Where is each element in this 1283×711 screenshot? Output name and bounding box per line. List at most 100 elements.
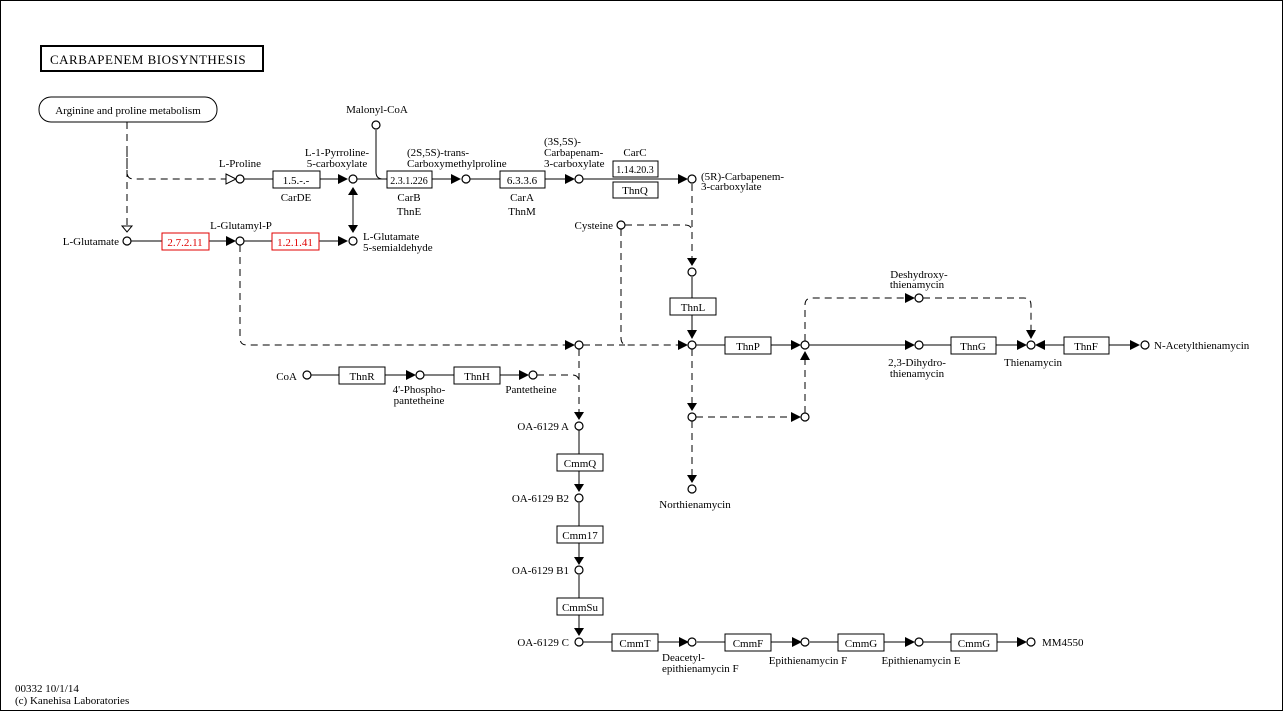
enzyme-1-2-1-41[interactable]: 1.2.1.41: [271, 232, 320, 251]
compound-epithienamycin-e[interactable]: [914, 637, 924, 647]
enzyme-cmmg-2[interactable]: CmmG: [950, 633, 998, 652]
label-l-glutamate: L-Glutamate: [63, 236, 119, 248]
compound-coa[interactable]: [302, 370, 312, 380]
compound-carbapenem[interactable]: [687, 174, 697, 184]
compounds: [122, 120, 1150, 647]
compound-intermediate[interactable]: [687, 267, 697, 277]
enzyme-cmmq[interactable]: CmmQ: [556, 453, 604, 472]
enzyme-cmmf[interactable]: CmmF: [724, 633, 772, 652]
enzyme-cmm17[interactable]: Cmm17: [556, 525, 604, 544]
label-pantetheine: Pantetheine: [505, 384, 556, 396]
svg-text:1.5.-.-[interactable]: 1.5.-.-: [283, 175, 310, 187]
enzyme-cmmsu[interactable]: CmmSu: [556, 597, 604, 616]
compound-intermediate[interactable]: [687, 340, 697, 350]
compound-intermediate[interactable]: [800, 340, 810, 350]
compound-n-acetylthienamycin[interactable]: [1140, 340, 1150, 350]
svg-text:ThnH[interactable]: ThnH: [464, 371, 490, 383]
compound-oa-6129-b2[interactable]: [574, 493, 584, 503]
label-oa-6129-a: OA-6129 A: [517, 421, 569, 433]
enzyme-thnr[interactable]: ThnR: [338, 366, 386, 385]
gene-label-cara: CarA: [510, 192, 534, 204]
enzyme-thng[interactable]: ThnG: [950, 336, 997, 355]
compound-oa-6129-a[interactable]: [574, 421, 584, 431]
compound-deshydroxythienamycin[interactable]: [914, 293, 924, 303]
arrowheads: [120, 173, 1140, 647]
svg-text:2.3.1.226[interactable]: 2.3.1.226: [390, 176, 428, 187]
footer-map-id: 00332 10/1/14: [15, 683, 79, 695]
compound-carboxymethylproline[interactable]: [461, 174, 471, 184]
enzyme-6-3-3-6[interactable]: 6.3.3.6: [499, 170, 546, 189]
enzyme-thnh[interactable]: ThnH: [453, 366, 501, 385]
compound-l-proline[interactable]: [235, 174, 245, 184]
label-thienamycin: Thienamycin: [1004, 357, 1063, 369]
label-epithienamycin-f: Epithienamycin F: [769, 655, 848, 667]
enzymes: 1.5.-.- 2.3.1.226 6.3.3.6 1.14.20.3 ThnQ…: [161, 160, 1110, 652]
compound-l-glutamate[interactable]: [122, 236, 132, 246]
compound-cysteine[interactable]: [616, 220, 626, 230]
label-oa-6129-b1: OA-6129 B1: [512, 565, 569, 577]
svg-text:CmmT[interactable]: CmmT: [619, 638, 650, 650]
svg-text:ThnF[interactable]: ThnF: [1074, 341, 1098, 353]
map-link-arginine-proline[interactable]: Arginine and proline metabolism: [38, 96, 218, 123]
enzyme-thnp[interactable]: ThnP: [724, 336, 772, 355]
label-cysteine: Cysteine: [575, 220, 614, 232]
compound-epithienamycin-f[interactable]: [800, 637, 810, 647]
enzyme-thnf[interactable]: ThnF: [1063, 336, 1110, 355]
enzyme-thnq[interactable]: ThnQ: [612, 181, 659, 199]
label-mm4550: MM4550: [1042, 637, 1084, 649]
compound-oa-6129-c[interactable]: [574, 637, 584, 647]
svg-text:1.14.20.3[interactable]: 1.14.20.3: [616, 165, 654, 176]
label-l-glutamyl-p: L-Glutamyl-P: [210, 220, 272, 232]
gene-label-carde: CarDE: [281, 192, 312, 204]
label-l-proline: L-Proline: [219, 158, 261, 170]
enzyme-thnl[interactable]: ThnL: [669, 297, 717, 316]
svg-text:CmmQ[interactable]: CmmQ: [564, 458, 596, 470]
enzyme-2-3-1-226[interactable]: 2.3.1.226: [386, 170, 433, 189]
compound-intermediate[interactable]: [800, 412, 810, 422]
enzyme-1-14-20-3[interactable]: 1.14.20.3: [612, 160, 659, 178]
svg-text:6.3.3.6[interactable]: 6.3.3.6: [507, 175, 538, 187]
compound-l-glutamyl-p[interactable]: [235, 236, 245, 246]
compound-carbapenam[interactable]: [574, 174, 584, 184]
compound-glutamate-semialdehyde[interactable]: [348, 236, 358, 246]
svg-text:CmmF[interactable]: CmmF: [733, 638, 764, 650]
svg-text:ThnL[interactable]: ThnL: [681, 302, 706, 314]
compound-dihydrothienamycin[interactable]: [914, 340, 924, 350]
svg-text:1.2.1.41[interactable]: 1.2.1.41: [277, 237, 313, 249]
enzyme-cmmg-1[interactable]: CmmG: [837, 633, 885, 652]
compound-thienamycin[interactable]: [1026, 340, 1036, 350]
svg-text:CmmSu[interactable]: CmmSu: [562, 602, 599, 614]
svg-text:2.7.2.11[interactable]: 2.7.2.11: [167, 237, 202, 249]
svg-text:Cmm17[interactable]: Cmm17: [562, 530, 598, 542]
enzyme-1-5[interactable]: 1.5.-.-: [272, 170, 321, 189]
compound-deacetylepithienamycin-f[interactable]: [687, 637, 697, 647]
enzyme-2-7-2-11[interactable]: 2.7.2.11: [161, 232, 210, 251]
compound-p5c[interactable]: [348, 174, 358, 184]
svg-text:CmmG[interactable]: CmmG: [845, 638, 877, 650]
compound-oa-6129-b1[interactable]: [574, 565, 584, 575]
compound-northienamycin[interactable]: [687, 484, 697, 494]
label-phospho-2: pantetheine: [394, 395, 445, 407]
compound-malonyl-coa[interactable]: [371, 120, 381, 130]
label-n-acetylthienamycin: N-Acetylthienamycin: [1154, 340, 1250, 352]
compound-intermediate[interactable]: [687, 412, 697, 422]
compound-intermediate[interactable]: [574, 340, 584, 350]
compound-phosphopantetheine[interactable]: [415, 370, 425, 380]
svg-text:ThnR[interactable]: ThnR: [349, 371, 375, 383]
label-tcmp-1: (2S,5S)-trans-: [407, 147, 469, 159]
label-deshydroxy-2: thienamycin: [890, 279, 945, 291]
svg-text:ThnP[interactable]: ThnP: [736, 341, 760, 353]
svg-text:CmmG[interactable]: CmmG: [958, 638, 990, 650]
label-epithienamycin-e: Epithienamycin E: [881, 655, 960, 667]
svg-text:ThnQ[interactable]: ThnQ: [622, 185, 648, 197]
label-coa: CoA: [276, 371, 297, 383]
compound-pantetheine[interactable]: [528, 370, 538, 380]
compound-mm4550[interactable]: [1026, 637, 1036, 647]
label-northienamycin: Northienamycin: [659, 499, 731, 511]
open-arrow-icon: [120, 225, 134, 233]
enzyme-cmmt[interactable]: CmmT: [611, 633, 659, 652]
label-oa-6129-b2: OA-6129 B2: [512, 493, 569, 505]
map-link-label[interactable]: Arginine and proline metabolism: [55, 105, 201, 117]
svg-text:ThnG[interactable]: ThnG: [960, 341, 986, 353]
gene-label-thne: ThnE: [397, 206, 422, 218]
